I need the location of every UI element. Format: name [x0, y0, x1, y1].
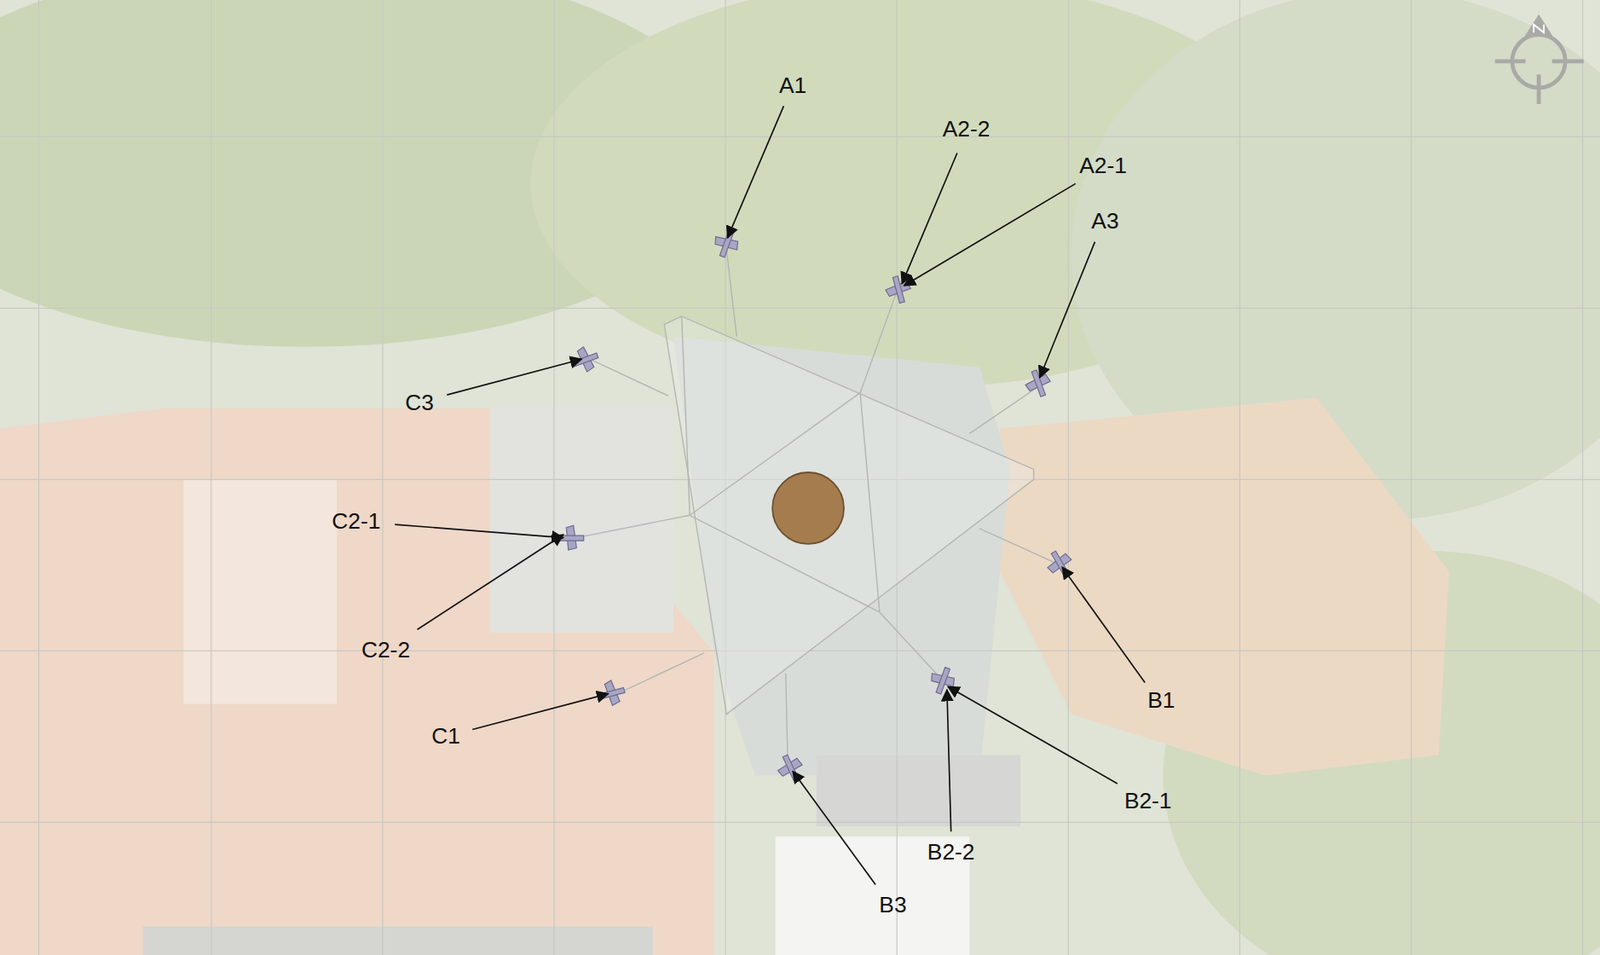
anchor-label: A2-2	[940, 117, 992, 143]
anchor-label: B2-1	[1121, 788, 1173, 814]
anchor-label: B3	[877, 892, 909, 918]
anchor-label: B1	[1145, 688, 1178, 714]
anchor-label: A2-1	[1077, 154, 1129, 180]
anchor-label: B2-2	[924, 839, 977, 865]
anchor-label: C2-2	[359, 637, 413, 663]
anchor-label: A3	[1089, 208, 1121, 234]
anchor-label: A1	[777, 73, 809, 99]
anchor-label: C3	[403, 390, 436, 416]
anchor-label: C2-1	[329, 508, 383, 534]
anchor-label: C1	[429, 724, 463, 750]
